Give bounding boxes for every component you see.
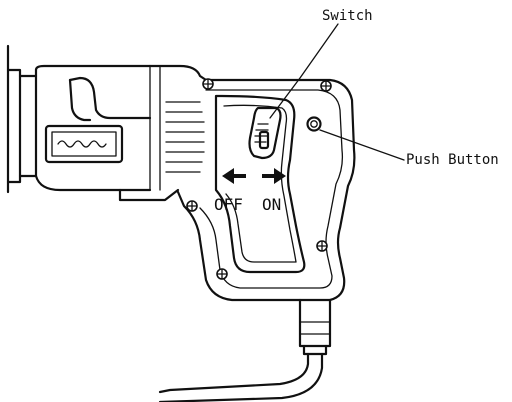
screws — [186, 78, 332, 280]
tool-front-section — [6, 44, 180, 202]
handle-housing — [148, 64, 356, 302]
off-label: OFF — [214, 195, 243, 214]
on-label: ON — [262, 195, 281, 214]
switch-leader — [269, 23, 339, 119]
screw-mid-left — [186, 200, 198, 212]
push-button-label: Push Button — [406, 152, 499, 168]
arrow-right-icon — [262, 168, 286, 184]
leader-lines — [269, 23, 405, 161]
screw-bottom-left — [216, 268, 228, 280]
power-cord — [158, 298, 332, 402]
screw-top-left — [202, 78, 214, 90]
switch-label: Switch — [322, 8, 373, 24]
vent-slots — [165, 101, 205, 173]
push-button-leader — [319, 129, 405, 161]
screw-top-right — [320, 80, 332, 92]
arrow-left-icon — [222, 168, 246, 184]
grip-opening — [214, 94, 306, 274]
screw-mid-right — [316, 240, 328, 252]
push-button-part — [306, 116, 322, 132]
model-plate — [44, 124, 124, 164]
switch-trigger — [248, 106, 282, 160]
